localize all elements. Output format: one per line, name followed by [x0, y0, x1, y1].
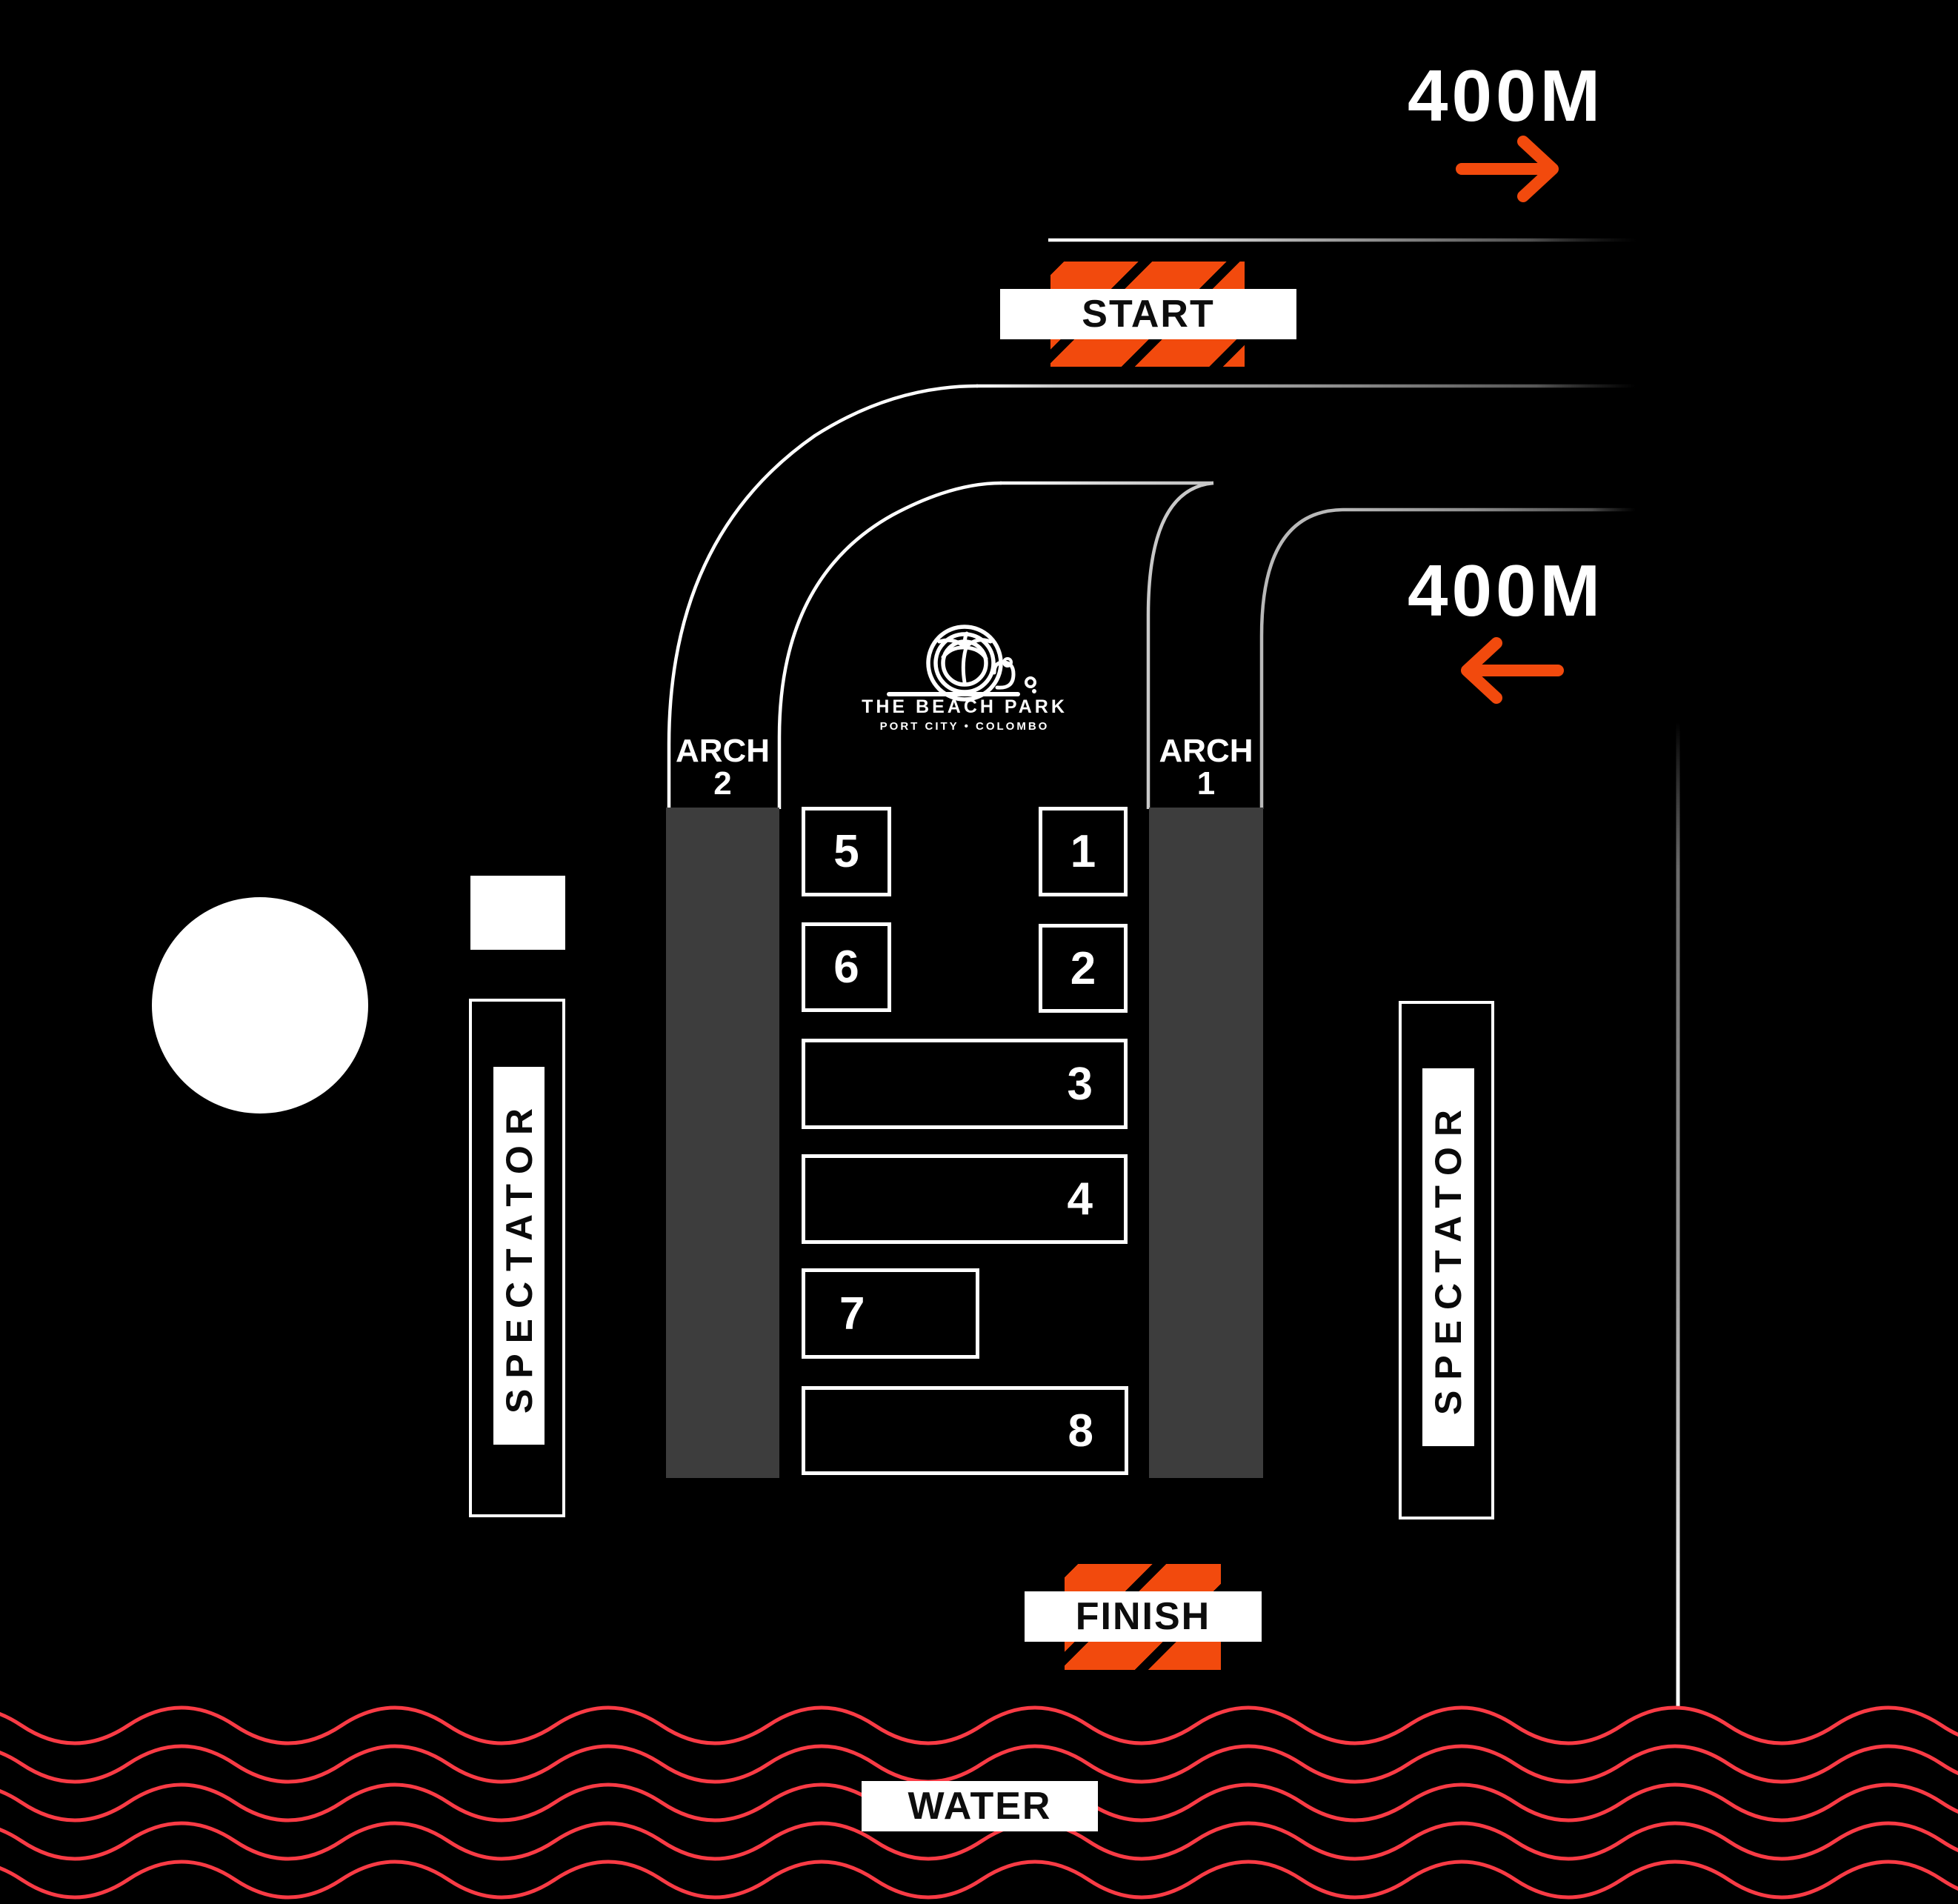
zone-label: 3 — [1067, 1058, 1093, 1110]
wave-line — [0, 1860, 1958, 1900]
start-label: START — [1082, 293, 1215, 336]
zone-label: 7 — [839, 1288, 865, 1339]
wave-line — [0, 1744, 1958, 1784]
arch-1-number: 1 — [1196, 765, 1216, 802]
zone-label: 6 — [833, 942, 859, 993]
arch-2-label: ARCH 2 — [667, 735, 778, 800]
track-edges — [667, 238, 1680, 1706]
zone-box-1: 1 — [1039, 807, 1128, 896]
wave-line — [0, 1821, 1958, 1861]
wave-line — [0, 1705, 1958, 1745]
spectator-band: SPECTATOR — [493, 1067, 545, 1445]
spectator-band: SPECTATOR — [1422, 1068, 1474, 1446]
arch-1-word: ARCH — [1159, 733, 1253, 769]
arch2-outer-curve — [667, 384, 979, 809]
arrow-right-icon — [1456, 136, 1559, 202]
zone-box-8: 8 — [802, 1386, 1128, 1475]
zone-label: 4 — [1067, 1174, 1093, 1225]
arch-1-label: ARCH 1 — [1151, 735, 1262, 800]
arch1-outer-curve — [1259, 507, 1343, 809]
beach-park-logo: THE BEACH PARK PORT CITY • COLOMBO — [862, 625, 1068, 733]
spectator-stand-left: SPECTATOR — [469, 999, 565, 1517]
distance-400m-out: 400M — [1408, 55, 1605, 136]
zone-label: 5 — [833, 826, 859, 877]
water-label: WATER — [908, 1785, 1052, 1828]
arrow-left-icon — [1461, 637, 1564, 704]
arch2-inner-curve — [777, 481, 1002, 809]
arch-2-word: ARCH — [675, 733, 770, 769]
water-waves — [0, 1705, 1958, 1900]
arch-2-number: 2 — [713, 765, 732, 802]
water-label-box: WATER — [862, 1781, 1098, 1831]
zone-label: 2 — [1070, 942, 1096, 994]
spectator-stand-right: SPECTATOR — [1399, 1001, 1494, 1519]
logo-tagline: PORT CITY • COLOMBO — [880, 720, 1050, 733]
arch-1-zone — [1149, 808, 1263, 1478]
spectator-left-label: SPECTATOR — [498, 1097, 540, 1414]
arch1-inner-curve — [1146, 481, 1214, 809]
zone-label: 1 — [1070, 826, 1096, 877]
zone-box-7: 7 — [802, 1268, 979, 1359]
logo-bubbles-icon — [1002, 657, 1036, 693]
arch-2-zone — [666, 808, 779, 1478]
zone-box-5: 5 — [802, 807, 891, 896]
zone-box-4: 4 — [802, 1154, 1128, 1244]
palm-tree-icon — [937, 631, 993, 685]
zone-box-2: 2 — [1039, 924, 1128, 1013]
finish-band: FINISH — [1025, 1591, 1262, 1642]
roundabout-circle — [152, 897, 368, 1114]
distance-400m-back: 400M — [1408, 550, 1605, 631]
zone-label: 8 — [1068, 1405, 1093, 1457]
start-band: START — [1000, 289, 1296, 339]
finish-label: FINISH — [1075, 1595, 1211, 1638]
spectator-right-label: SPECTATOR — [1428, 1099, 1469, 1416]
zone-box-6: 6 — [802, 922, 891, 1012]
white-block — [470, 876, 565, 950]
logo-name: THE BEACH PARK — [862, 696, 1068, 717]
zone-box-3: 3 — [802, 1039, 1128, 1129]
